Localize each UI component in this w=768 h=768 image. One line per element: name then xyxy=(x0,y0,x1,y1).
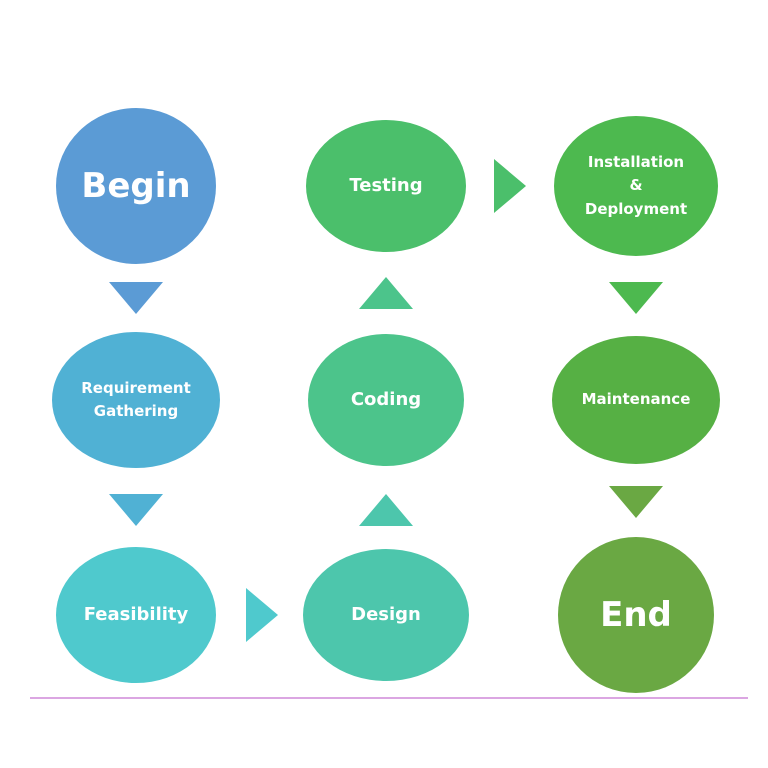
arrow-right-icon xyxy=(494,159,526,213)
divider-line xyxy=(30,697,748,699)
node-end: End xyxy=(558,537,714,693)
node-design: Design xyxy=(303,549,469,681)
node-testing: Testing xyxy=(306,120,466,252)
node-coding: Coding xyxy=(308,334,464,466)
arrow-down-icon xyxy=(109,282,163,314)
node-maintenance: Maintenance xyxy=(552,336,720,464)
node-begin: Begin xyxy=(56,108,216,264)
arrow-up-icon xyxy=(359,277,413,309)
arrow-down-icon xyxy=(609,282,663,314)
node-feasibility: Feasibility xyxy=(56,547,216,683)
arrow-down-icon xyxy=(109,494,163,526)
arrow-down-icon xyxy=(609,486,663,518)
arrow-right-icon xyxy=(246,588,278,642)
arrow-up-icon xyxy=(359,494,413,526)
node-requirement-gathering: Requirement Gathering xyxy=(52,332,220,468)
node-installation-deployment: Installation & Deployment xyxy=(554,116,718,256)
